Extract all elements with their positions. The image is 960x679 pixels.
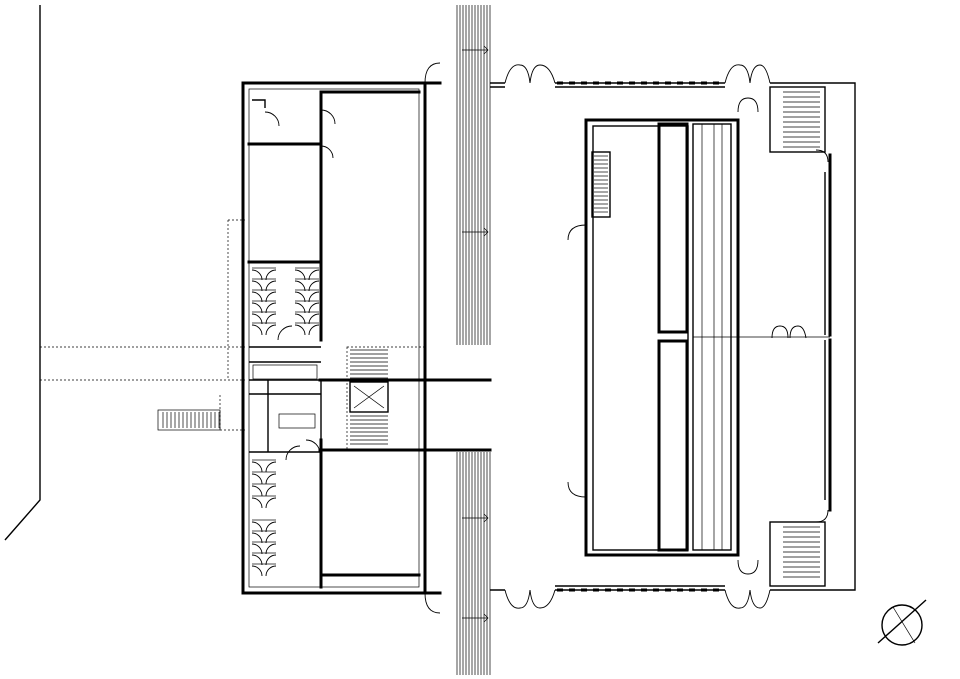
plan-path (308, 324, 320, 336)
plan-path (308, 313, 320, 325)
plan-path (294, 313, 306, 325)
plan-path (265, 269, 277, 281)
plan-path (251, 497, 263, 509)
plan-path (265, 313, 277, 325)
plan-path (462, 227, 489, 237)
west-wing (241, 81, 427, 595)
plan-path (462, 613, 489, 623)
plan-path (462, 513, 489, 523)
plan-path (251, 302, 263, 314)
plan-path (265, 532, 277, 544)
plan-path (265, 497, 277, 509)
plan-path (265, 324, 277, 336)
plan-path (251, 280, 263, 292)
plan-path (294, 302, 306, 314)
plan-path (294, 280, 306, 292)
elevator (349, 381, 389, 413)
hall-stair (591, 151, 611, 218)
plan-path (265, 473, 277, 485)
plan-path (265, 554, 277, 566)
plan-path (294, 291, 306, 303)
plan-path (265, 280, 277, 292)
plan-path (294, 269, 306, 281)
plan-path (251, 461, 263, 473)
core (318, 346, 492, 452)
plan-path (265, 485, 277, 497)
plan-path (251, 543, 263, 555)
exterior-stair (157, 409, 221, 431)
bridge-grating (456, 5, 491, 675)
plan-path (294, 324, 306, 336)
plan-path (462, 45, 489, 55)
plan-path (308, 280, 320, 292)
plan-path (265, 461, 277, 473)
plan-path (251, 485, 263, 497)
plan-path (251, 291, 263, 303)
plan-path (251, 532, 263, 544)
plan-path (308, 269, 320, 281)
plan-path (251, 324, 263, 336)
plan-path (251, 521, 263, 533)
plan-path (265, 302, 277, 314)
plan-path (251, 269, 263, 281)
plan-path (251, 473, 263, 485)
plan-path (265, 291, 277, 303)
site-boundary (4, 5, 41, 541)
north-arrow-icon (877, 599, 927, 646)
east-aisle (769, 86, 832, 587)
plan-path (265, 521, 277, 533)
toilet-cubicles (251, 267, 320, 577)
plan-path (265, 565, 277, 577)
plan-path (308, 302, 320, 314)
plan-path (308, 291, 320, 303)
plan-path (251, 554, 263, 566)
plan-path (251, 313, 263, 325)
hall-perimeter (423, 62, 856, 614)
plan-path (251, 565, 263, 577)
outdoor-paths (40, 100, 426, 570)
main-hall (567, 97, 830, 575)
plan-path (265, 543, 277, 555)
